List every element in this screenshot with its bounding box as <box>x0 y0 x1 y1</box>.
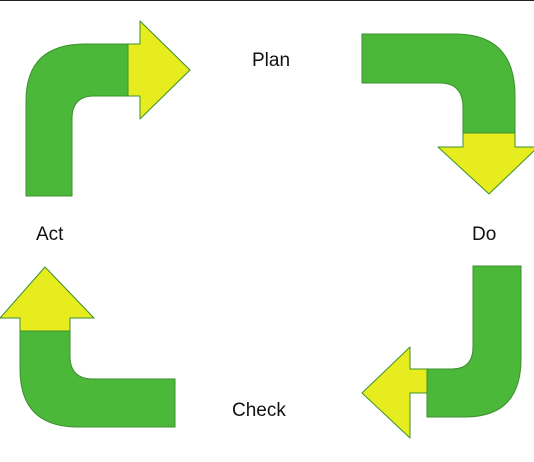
act-to-plan-arrow-body <box>25 43 129 197</box>
act-to-plan-arrow <box>25 20 191 197</box>
check-label: Check <box>232 400 286 421</box>
plan-to-do-arrow <box>361 33 534 195</box>
plan-to-do-arrow-body <box>361 33 516 134</box>
do-to-check-arrow-body <box>426 265 522 418</box>
act-to-plan-arrow-head <box>127 20 191 120</box>
do-to-check-arrow <box>361 265 522 439</box>
plan-to-do-arrow-head <box>437 132 534 195</box>
check-to-act-arrow-body <box>19 330 176 428</box>
do-label: Do <box>472 224 497 245</box>
check-to-act-arrow-head <box>0 266 95 332</box>
check-to-act-arrow <box>0 266 176 428</box>
do-to-check-arrow-head <box>361 346 428 439</box>
plan-label: Plan <box>252 50 291 71</box>
act-label: Act <box>36 224 64 245</box>
